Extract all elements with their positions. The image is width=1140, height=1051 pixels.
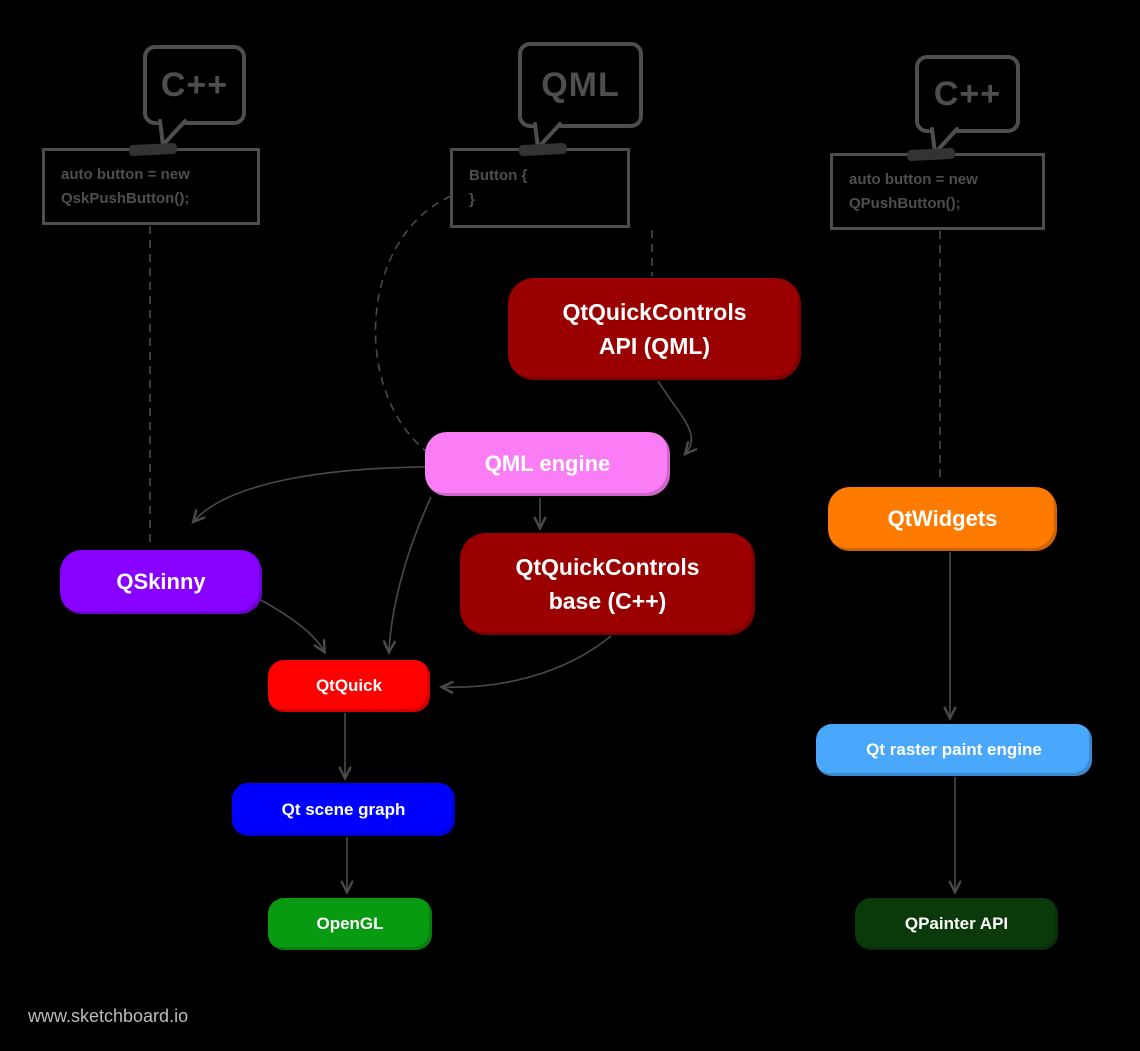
code-line: QPushButton(); <box>849 194 961 212</box>
marker-scribble-icon <box>906 147 956 162</box>
node-label: QtQuickControls <box>562 299 747 325</box>
node-qt-scene-graph: Qt scene graph <box>232 783 455 836</box>
code-line: QskPushButton(); <box>61 189 190 207</box>
code-line: } <box>469 191 475 208</box>
node-label: QPainter API <box>904 914 1009 933</box>
edge-qskinny-to-qtquick <box>258 598 324 651</box>
node-label: QML engine <box>484 451 611 476</box>
edge-qml-code-to-qml-engine <box>374 195 452 453</box>
node-label: Qt raster paint engine <box>866 740 1042 759</box>
edge-qml-engine-to-qskinny <box>194 466 426 521</box>
node-qskinny: QSkinny <box>60 550 262 614</box>
node-label: Qt scene graph <box>281 799 406 819</box>
node-qpainter-api: QPainter API <box>855 898 1058 950</box>
node-qtquickcontrols-api: QtQuickControls API (QML) <box>508 278 801 380</box>
code-line: auto button = new <box>849 170 978 188</box>
node-qtwidgets: QtWidgets <box>828 487 1057 551</box>
node-label: API (QML) <box>598 333 711 359</box>
speech-bubble-qml: QML <box>518 42 643 153</box>
code-box-qskpushbutton: auto button = new QskPushButton(); <box>42 142 260 225</box>
node-label: QtQuick <box>315 676 383 695</box>
code-box-qpushbutton: auto button = new QPushButton(); <box>830 147 1045 230</box>
node-label: QtWidgets <box>887 506 998 531</box>
edge-base-to-qtquick <box>443 635 612 687</box>
node-label: base (C++) <box>548 588 667 614</box>
node-label: QtQuickControls <box>515 554 700 580</box>
code-line: Button { <box>469 167 528 184</box>
node-label: OpenGL <box>316 914 384 933</box>
code-box-qml-button: Button { } <box>450 142 630 228</box>
marker-scribble-icon <box>518 142 568 157</box>
bubble-label: QML <box>541 65 620 104</box>
node-qt-raster-paint-engine: Qt raster paint engine <box>816 724 1092 776</box>
node-opengl: OpenGL <box>268 898 432 950</box>
speech-bubble-cpp-right: C++ <box>915 55 1020 158</box>
bubble-label: C++ <box>160 65 229 104</box>
node-label: QSkinny <box>116 569 206 594</box>
node-qml-engine: QML engine <box>425 432 670 496</box>
code-line: auto button = new <box>61 165 190 183</box>
node-qtquick: QtQuick <box>268 660 430 712</box>
speech-bubble-cpp-left: C++ <box>143 45 246 150</box>
sketchboard-watermark: www.sketchboard.io <box>28 1006 189 1026</box>
edge-qml-engine-to-qtquick <box>389 496 432 651</box>
marker-scribble-icon <box>128 142 178 157</box>
bubble-label: C++ <box>933 74 1002 113</box>
node-qtquickcontrols-base: QtQuickControls base (C++) <box>460 533 755 635</box>
